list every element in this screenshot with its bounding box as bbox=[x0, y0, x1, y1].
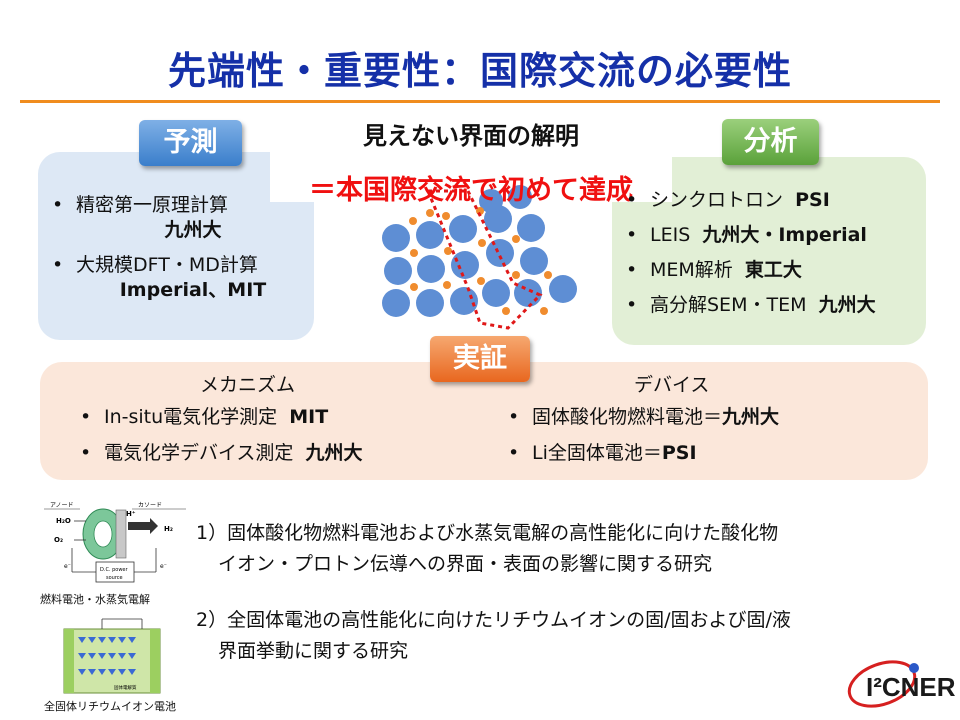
ion-triangles bbox=[78, 637, 136, 675]
title-divider bbox=[20, 100, 940, 103]
mechanism-heading: メカニズム bbox=[200, 374, 296, 396]
cathode-label: カソード bbox=[138, 502, 162, 509]
list-item: シンクロトロン PSI bbox=[622, 188, 926, 223]
demonstration-badge: 実証 bbox=[430, 336, 530, 382]
list-item: In-situ電気化学測定 MIT bbox=[76, 405, 476, 441]
electrolyte bbox=[115, 509, 127, 559]
item-text: シンクロトロン bbox=[650, 189, 784, 211]
prediction-list: 精密第一原理計算 九州大 大規模DFT・MD計算 Imperial、MIT bbox=[48, 193, 310, 313]
svg-text:e⁻: e⁻ bbox=[64, 563, 71, 570]
item-org: 九州大・Imperial bbox=[702, 224, 867, 246]
center-subheading: ＝本国際交流で初めて達成 bbox=[309, 175, 633, 206]
item-org: 九州大 bbox=[305, 442, 363, 464]
svg-text:H₂: H₂ bbox=[164, 525, 173, 533]
proton-arrow bbox=[128, 518, 158, 534]
i2cner-logo-mark bbox=[847, 660, 919, 708]
battery-diagram: 固体電解質 bbox=[63, 618, 161, 694]
large-particles bbox=[382, 185, 577, 317]
topic-line: 界面挙動に関する研究 bbox=[218, 640, 409, 662]
battery-caption: 全固体リチウムイオン電池 bbox=[44, 700, 176, 713]
list-item: 高分解SEM・TEM 九州大 bbox=[622, 293, 926, 328]
analysis-badge: 分析 bbox=[722, 119, 819, 165]
item-org: Imperial、MIT bbox=[119, 279, 267, 301]
list-item: 精密第一原理計算 九州大 bbox=[48, 193, 310, 243]
item-org: PSI bbox=[795, 189, 830, 211]
analysis-list: シンクロトロン PSI LEIS 九州大・Imperial MEM解析 東工大 … bbox=[622, 188, 926, 328]
small-particles bbox=[409, 207, 552, 315]
device-list: 固体酸化物燃料電池＝九州大 Li全固体電池＝PSI bbox=[504, 405, 914, 477]
svg-text:D.C. power: D.C. power bbox=[100, 567, 129, 573]
item-text: LEIS bbox=[650, 224, 691, 246]
item-org: MIT bbox=[289, 406, 329, 428]
item-text: 大規模DFT・MD計算 bbox=[76, 254, 258, 276]
item-text: MEM解析 bbox=[650, 259, 733, 281]
slide-title: 先端性・重要性：国際交流の必要性 bbox=[167, 49, 792, 93]
topic-line: 2）全固体電池の高性能化に向けたリチウムイオンの固/固および固/液 bbox=[196, 609, 791, 631]
center-callout-box bbox=[270, 104, 672, 202]
item-text: 精密第一原理計算 bbox=[76, 194, 229, 216]
svg-text:H⁺: H⁺ bbox=[126, 510, 136, 518]
device-heading: デバイス bbox=[634, 374, 710, 396]
electrolyte-label: 固体電解質 bbox=[114, 684, 137, 691]
item-text: Li全固体電池＝ bbox=[532, 442, 662, 464]
prediction-badge: 予測 bbox=[139, 120, 242, 166]
item-text: In-situ電気化学測定 bbox=[104, 406, 278, 428]
fuel-cell-caption: 燃料電池・水蒸気電解 bbox=[40, 593, 150, 606]
item-text: 固体酸化物燃料電池＝ bbox=[532, 406, 723, 428]
item-org: PSI bbox=[661, 442, 697, 464]
item-text: 電気化学デバイス測定 bbox=[104, 442, 294, 464]
research-topic-2: 2）全固体電池の高性能化に向けたリチウムイオンの固/固および固/液 界面挙動に関… bbox=[196, 605, 936, 667]
list-item: 電気化学デバイス測定 九州大 bbox=[76, 441, 476, 477]
prediction-panel bbox=[38, 152, 314, 340]
list-item: 固体酸化物燃料電池＝九州大 bbox=[504, 405, 914, 441]
interface-outline bbox=[425, 189, 543, 330]
item-org: 九州大 bbox=[722, 406, 780, 428]
list-item: Li全固体電池＝PSI bbox=[504, 441, 914, 477]
list-item: 大規模DFT・MD計算 Imperial、MIT bbox=[48, 253, 310, 303]
list-item: LEIS 九州大・Imperial bbox=[622, 223, 926, 258]
item-org: 九州大 bbox=[818, 294, 876, 316]
item-org: 九州大 bbox=[164, 219, 222, 241]
fuel-cell-diagram: アノード カソード H₂O O₂ H⁺ H₂ D.C. power source… bbox=[44, 502, 186, 583]
center-heading: 見えない界面の解明 bbox=[363, 122, 579, 150]
interface-illustration bbox=[382, 185, 577, 330]
anode-label: アノード bbox=[50, 502, 73, 509]
list-item: MEM解析 東工大 bbox=[622, 258, 926, 293]
svg-text:H₂O: H₂O bbox=[56, 517, 71, 525]
svg-text:e⁻: e⁻ bbox=[160, 563, 167, 570]
item-org: 東工大 bbox=[744, 259, 802, 281]
research-topic-1: 1）固体酸化物燃料電池および水蒸気電解の高性能化に向けた酸化物 イオン・プロトン… bbox=[196, 518, 936, 580]
topic-line: 1）固体酸化物燃料電池および水蒸気電解の高性能化に向けた酸化物 bbox=[196, 522, 779, 544]
mechanism-list: In-situ電気化学測定 MIT 電気化学デバイス測定 九州大 bbox=[76, 405, 476, 477]
svg-text:source: source bbox=[106, 575, 123, 581]
svg-text:O₂: O₂ bbox=[54, 536, 63, 544]
item-text: 高分解SEM・TEM bbox=[650, 294, 807, 316]
i2cner-logo-text: I²CNER bbox=[866, 672, 956, 702]
topic-line: イオン・プロトン伝導への界面・表面の影響に関する研究 bbox=[218, 553, 713, 575]
